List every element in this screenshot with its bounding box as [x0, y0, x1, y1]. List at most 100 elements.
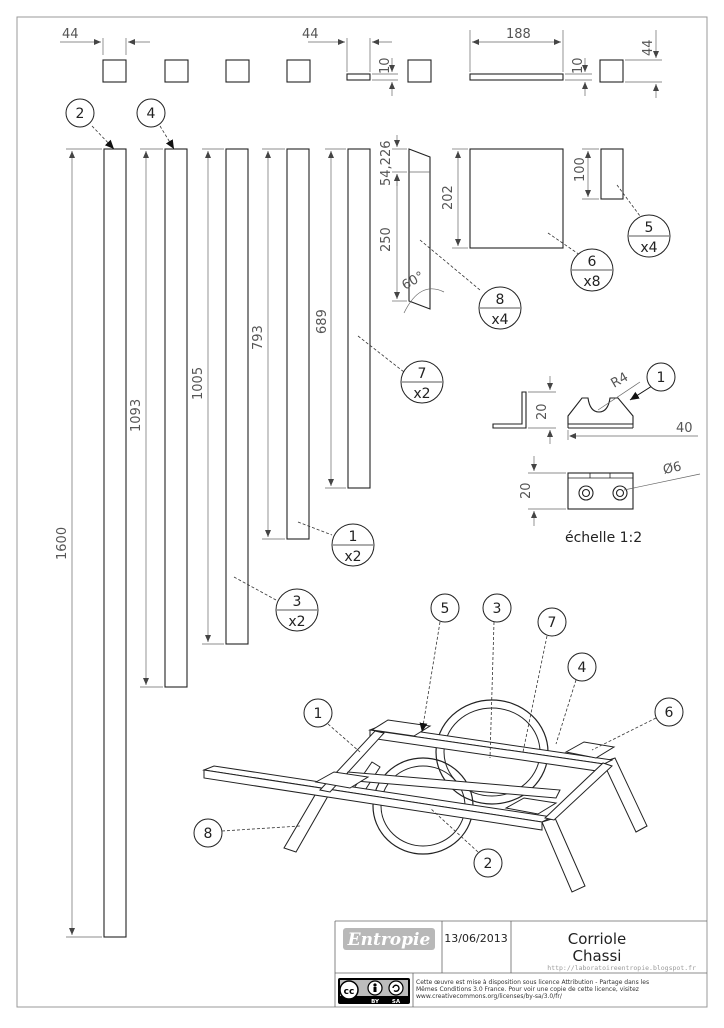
isometric-assembly: 5 3 7 4 1 6 8: [193, 593, 684, 893]
dim-10-b: 10: [571, 57, 586, 74]
dim-1600-group: 1600: [55, 148, 102, 938]
dim-54-226: 54,226: [379, 141, 394, 187]
section-square-5: [407, 59, 432, 83]
svg-text:8: 8: [496, 292, 505, 308]
svg-text:2: 2: [76, 106, 85, 122]
section-long-plate: [469, 73, 564, 81]
svg-text:1: 1: [349, 529, 358, 545]
dim-1005-group: 1005: [191, 148, 224, 645]
section-square-4: [286, 59, 311, 83]
balloon-7-qty: 7 x2: [357, 335, 444, 404]
iso-balloon-6: 6: [591, 697, 684, 751]
iso-balloon-1: 1: [303, 698, 361, 753]
dim-202-group: 202: [441, 148, 468, 249]
cross-right: [543, 762, 613, 821]
share-alike-icon: [388, 980, 404, 996]
dim-202: 202: [441, 185, 456, 210]
dim-40: 40: [676, 421, 693, 436]
cc-license-badge[interactable]: cc BY SA: [338, 978, 410, 1005]
plate-d: [504, 797, 558, 815]
dim-1093-group: 1093: [129, 148, 163, 688]
leg-back-right: [602, 757, 648, 833]
svg-text:6: 6: [665, 705, 674, 721]
iso-balloon-5: 5: [419, 593, 460, 733]
leg-front-left: [283, 789, 329, 853]
title-block: Entropie 13/06/2013 Corriole Chassi http…: [334, 920, 707, 1007]
detail-part-1: 20 R4 40 1 20 Ø6 échelle 1:2: [492, 362, 701, 546]
section-dim-44-c: 44: [625, 30, 662, 98]
part-7-bar: [347, 148, 371, 489]
svg-text:1: 1: [657, 370, 666, 386]
section-square-3: [225, 59, 250, 83]
svg-text:1: 1: [314, 706, 323, 722]
section-flat-bar: [346, 73, 371, 81]
detail-front-view: [567, 397, 634, 425]
dim-1093: 1093: [129, 399, 144, 432]
svg-text:7: 7: [548, 615, 557, 631]
plate-a: [370, 719, 432, 737]
dim-44-a: 44: [62, 27, 79, 42]
svg-text:x2: x2: [413, 386, 430, 402]
license-line-2: Mêmes Conditions 3.0 France. Pour voir u…: [416, 986, 639, 993]
section-dim-44-a: 44: [60, 27, 150, 55]
svg-text:4: 4: [147, 106, 156, 122]
balloon-2: 2: [65, 98, 115, 150]
license-line-3[interactable]: www.creativecommons.org/licenses/by-sa/3…: [416, 993, 563, 1000]
svg-text:x4: x4: [491, 312, 508, 328]
dim-diameter-6: Ø6: [662, 459, 683, 478]
dim-793: 793: [251, 325, 266, 350]
iso-balloon-4: 4: [555, 652, 597, 745]
balloon-3-qty: 3 x2: [233, 576, 319, 632]
iso-balloon-2: 2: [429, 807, 503, 878]
svg-text:x8: x8: [583, 274, 600, 290]
section-dim-44-b: 44: [302, 27, 392, 72]
svg-text:3: 3: [293, 594, 302, 610]
part-3-bar: [225, 148, 249, 645]
section-square-1: [102, 59, 127, 83]
svg-text:3: 3: [493, 601, 502, 617]
svg-text:SA: SA: [392, 999, 401, 1005]
balloon-4: 4: [136, 98, 175, 150]
iso-balloon-7: 7: [522, 607, 567, 753]
leg-front-right: [541, 817, 586, 893]
dim-r4: R4: [609, 370, 631, 392]
dim-part8-group: 54,226 250 60°: [379, 135, 445, 314]
dim-44-b: 44: [302, 27, 319, 42]
dim-100-group: 100: [573, 148, 599, 200]
section-square-6: [599, 59, 624, 83]
dim-1600: 1600: [55, 527, 70, 560]
part-1-bar: [286, 148, 310, 540]
cc-icon: [339, 980, 359, 1000]
iso-balloon-8: 8: [193, 818, 301, 848]
dim-689-group: 689: [315, 148, 346, 489]
balloon-6-qty: 6 x8: [547, 232, 614, 292]
entropie-logo: [343, 928, 435, 950]
section-dim-10-b: 10: [565, 57, 592, 96]
svg-text:cc: cc: [344, 987, 355, 997]
part-5-block: [600, 148, 624, 200]
plate-b: [564, 741, 616, 759]
section-dim-188: 188: [469, 27, 564, 72]
section-dim-10-a: 10: [372, 57, 398, 96]
blog-url[interactable]: http://laboratoireentropie.blogspot.fr: [547, 964, 696, 972]
svg-text:5: 5: [441, 601, 450, 617]
dim-44-c: 44: [641, 39, 656, 56]
svg-text:2: 2: [484, 856, 493, 872]
svg-text:x2: x2: [344, 549, 361, 565]
dim-detail-20-a: 20: [535, 403, 550, 420]
sheet-border: [16, 16, 708, 1008]
dim-10-a: 10: [378, 57, 393, 74]
svg-text:8: 8: [204, 826, 213, 842]
drawing-subtitle: Chassi: [573, 947, 622, 965]
svg-text:BY: BY: [371, 999, 380, 1005]
part-6-plate: [469, 148, 564, 249]
svg-text:5: 5: [645, 220, 654, 236]
svg-text:x2: x2: [288, 614, 305, 630]
svg-text:6: 6: [588, 254, 597, 270]
section-square-2: [164, 59, 189, 83]
dim-793-group: 793: [251, 148, 285, 540]
drawing-date: 13/06/2013: [444, 932, 507, 945]
iso-balloon-3: 3: [482, 593, 512, 759]
